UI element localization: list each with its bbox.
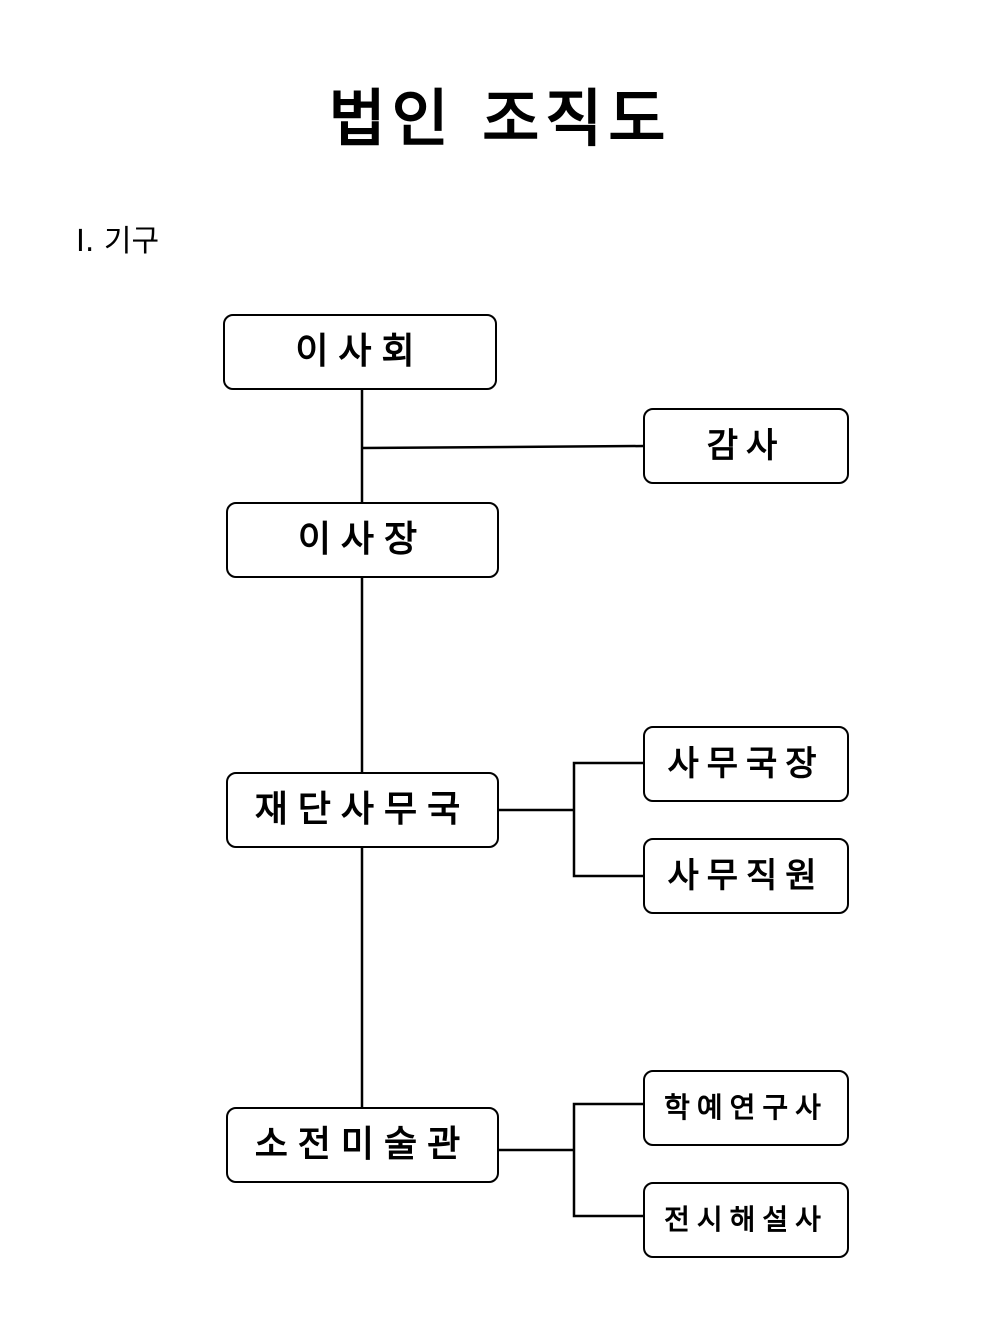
- section-heading: Ⅰ. 기구: [76, 224, 160, 259]
- node-secretariat: 재단사무국: [226, 772, 499, 848]
- node-office-staff: 사무직원: [643, 838, 849, 914]
- node-secretary-general: 사무국장: [643, 726, 849, 802]
- node-docent: 전시해설사: [643, 1182, 849, 1258]
- node-auditor: 감사: [643, 408, 849, 484]
- page-title: 법인 조직도: [328, 82, 672, 155]
- node-board: 이사회: [223, 314, 497, 390]
- line-museum-bracket: [572, 1102, 644, 1218]
- node-curator: 학예연구사: [643, 1070, 849, 1146]
- line-to-auditor: [361, 444, 645, 450]
- line-secretariat-bracket: [572, 761, 644, 878]
- node-chairman: 이사장: [226, 502, 499, 578]
- node-museum: 소전미술관: [226, 1107, 499, 1183]
